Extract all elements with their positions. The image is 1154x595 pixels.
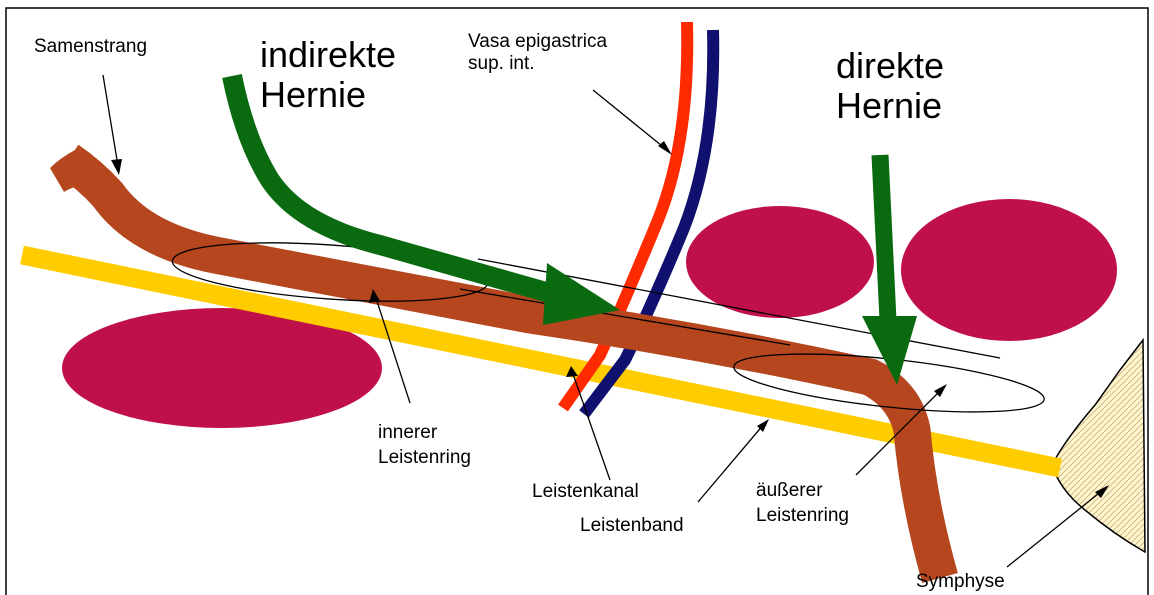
label-direkte-line1: direkte (836, 45, 944, 86)
label-innerer-line1: innerer (378, 422, 438, 443)
label-indirekte-line1: indirekte (260, 34, 396, 75)
label-leistenband: Leistenband (580, 515, 684, 536)
symphyse-pointer (1007, 490, 1103, 567)
label-symphyse: Symphyse (916, 571, 1005, 592)
samenstrang-pointer (103, 75, 118, 166)
vasa-pointer (593, 90, 667, 150)
label-aeusserer-line2: Leistenring (756, 505, 849, 526)
label-vasa-line1: Vasa epigastrica (468, 31, 607, 52)
vasa-pointer-head (658, 141, 672, 155)
innerer-leistenring-pointer (375, 295, 410, 403)
samenstrang-pointer-head (111, 159, 122, 175)
leistenband-pointer (698, 424, 764, 502)
label-aeusserer-line1: äußerer (756, 480, 823, 501)
muscle-middle-oval (686, 206, 874, 318)
muscle-right-oval (901, 199, 1117, 341)
direkte-hernie-arrow-shaft (880, 155, 888, 320)
label-innerer-line2: Leistenring (378, 447, 471, 468)
label-vasa-line2: sup. int. (468, 53, 535, 74)
label-samenstrang: Samenstrang (34, 36, 147, 57)
label-indirekte-line2: Hernie (260, 74, 366, 115)
label-direkte-line2: Hernie (836, 85, 942, 126)
label-leistenkanal: Leistenkanal (532, 481, 639, 502)
